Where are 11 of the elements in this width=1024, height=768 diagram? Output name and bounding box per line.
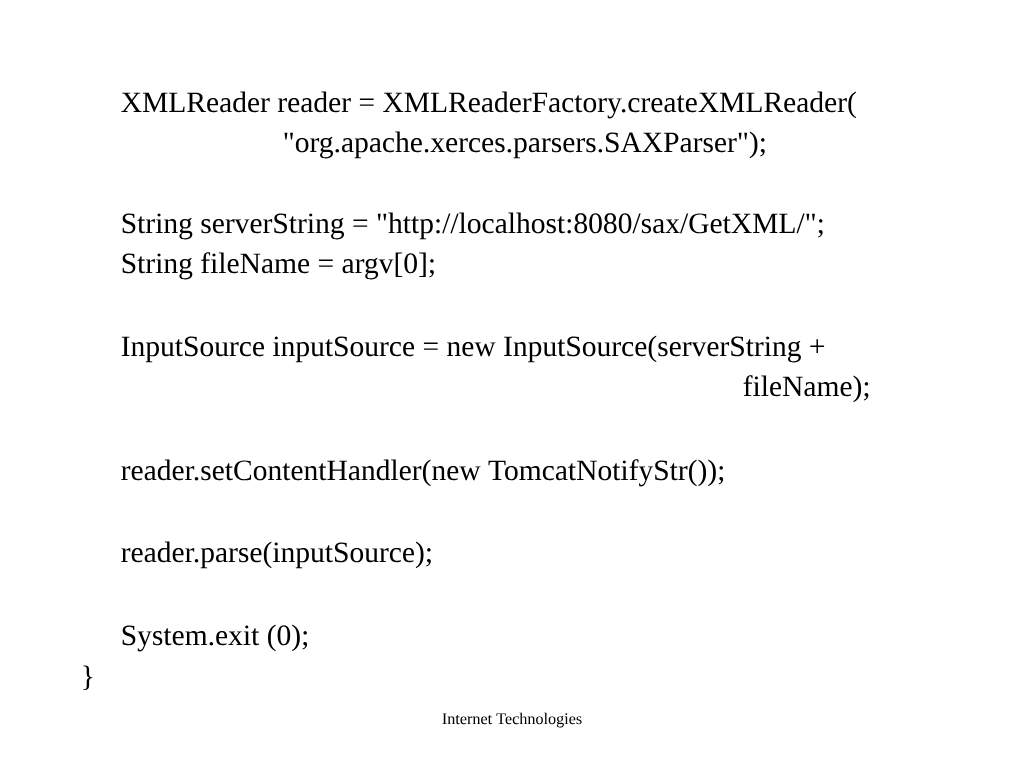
code-line: } — [83, 665, 93, 690]
code-line: System.exit (0); — [122, 624, 308, 652]
code-line: fileName); — [743, 375, 869, 403]
footer-text: Internet Technologies — [442, 712, 582, 728]
code-line: InputSource inputSource = new InputSource(serverString + — [121, 335, 825, 363]
code-line: reader.setContentHandler(new TomcatNotifyStr()); — [121, 459, 724, 487]
code-line: XMLReader reader = XMLReaderFactory.createXMLReader( — [121, 91, 856, 119]
code-line: String serverString = "http://localhost:8080/sax/GetXML/"; — [122, 212, 823, 240]
code-line: String fileName = argv[0]; — [122, 252, 434, 280]
code-line: reader.parse(inputSource); — [121, 541, 431, 569]
code-line: "org.apache.xerces.parsers.SAXParser"); — [284, 131, 765, 159]
